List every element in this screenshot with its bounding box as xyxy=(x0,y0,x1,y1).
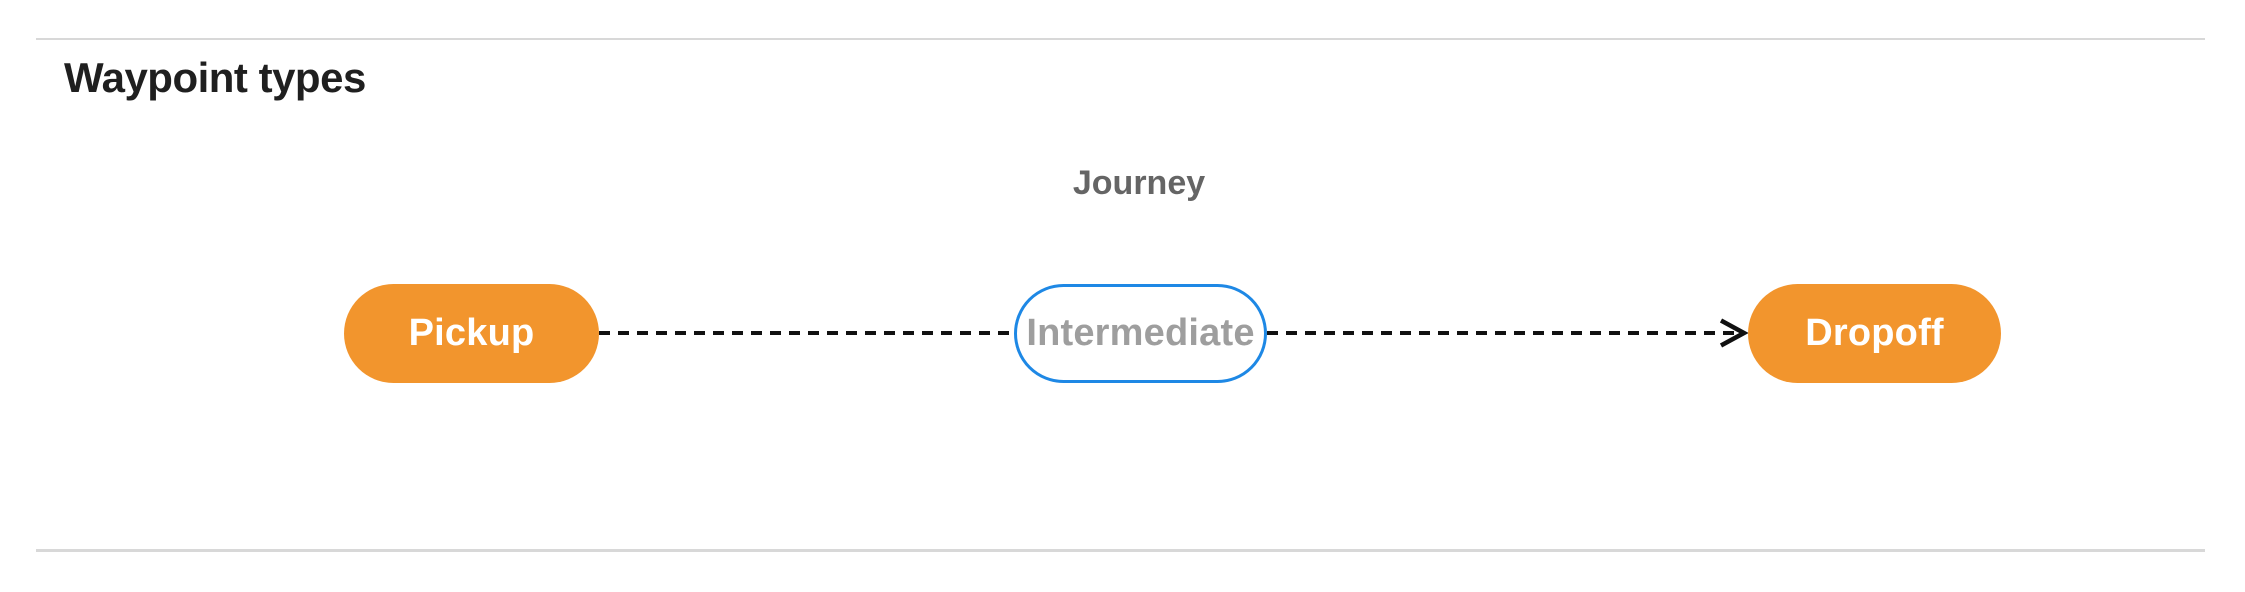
arrowhead-icon xyxy=(1719,318,1749,348)
node-pickup: Pickup xyxy=(344,284,599,383)
node-dropoff-label: Dropoff xyxy=(1805,312,1944,354)
diagram-title: Journey xyxy=(1072,164,1206,202)
top-divider xyxy=(36,38,2205,40)
bottom-divider xyxy=(36,549,2205,552)
section-title: Waypoint types xyxy=(64,54,366,101)
node-pickup-label: Pickup xyxy=(408,312,535,354)
node-dropoff: Dropoff xyxy=(1748,284,2001,383)
node-intermediate-label: Intermediate xyxy=(1026,312,1255,354)
node-intermediate: Intermediate xyxy=(1014,284,1267,383)
